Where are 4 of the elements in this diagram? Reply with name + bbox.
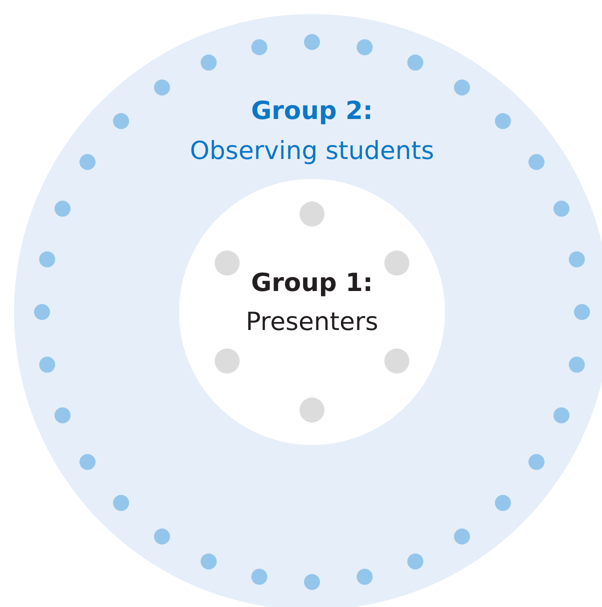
group-heading: Group 2:	[251, 96, 373, 125]
group-description: Presenters	[246, 307, 378, 336]
group-description: Observing students	[190, 136, 434, 165]
group-heading: Group 1:	[251, 268, 373, 297]
